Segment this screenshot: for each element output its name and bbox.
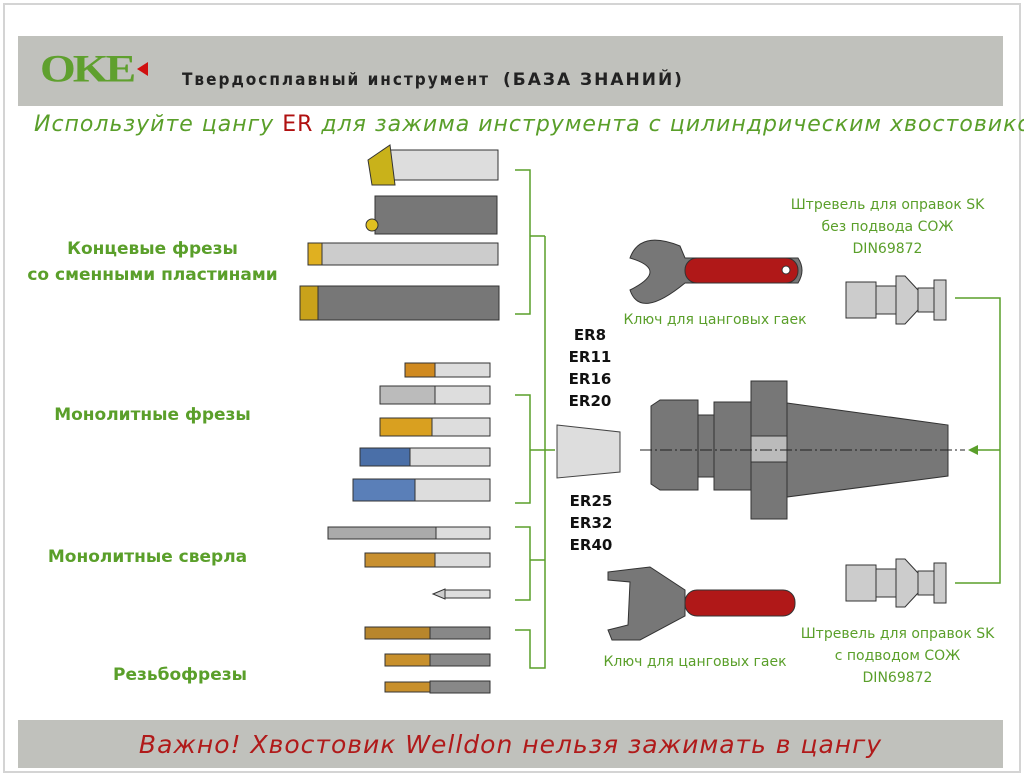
label: Концевые фрезы	[67, 239, 238, 259]
headline-er: ER	[282, 112, 314, 137]
collet-size: ER16	[568, 370, 612, 388]
solid-mills-icon	[352, 362, 491, 502]
pullstud-top-icon	[845, 275, 947, 325]
logo-mark-icon	[137, 62, 148, 76]
collet-size: ER32	[569, 514, 613, 532]
header-title: Твердосплавный инструмент	[182, 70, 491, 90]
label: DIN69872	[852, 241, 923, 257]
wrench-top-icon	[629, 239, 803, 304]
category-solid-mills: Монолитные фрезы	[54, 405, 251, 425]
collet-sizes-large: ER25 ER32 ER40	[566, 490, 616, 556]
headline-part: для зажима инструмента с цилиндрическим …	[313, 112, 1024, 137]
label: с подводом СОЖ	[834, 648, 961, 664]
drills-icon	[327, 526, 491, 600]
category-thread-mills: Резьбофрезы	[113, 665, 247, 685]
collet-size: ER8	[573, 326, 607, 344]
tool-holder-icon	[640, 380, 965, 520]
pullstud-bottom-label: Штревель для оправок SK с подводом СОЖ DIN…	[780, 623, 1015, 689]
wrench-label-bottom: Ключ для цанговых гаек	[603, 654, 787, 670]
collet-size: ER25	[569, 492, 613, 510]
category-solid-drills: Монолитные сверла	[47, 547, 248, 567]
wrench-label-top: Ключ для цанговых гаек	[623, 312, 807, 328]
headline-part: Используйте цангу	[34, 112, 283, 137]
header-subtitle: (БАЗА ЗНАНИЙ)	[503, 70, 684, 90]
collet-size: ER40	[569, 536, 613, 554]
footer-band	[18, 720, 1003, 768]
label: Штревель для оправок SK	[790, 197, 985, 213]
headline: Используйте цангу ER для зажима инструме…	[34, 112, 1024, 137]
collet-sizes-small: ER8 ER11 ER16 ER20	[565, 324, 615, 412]
footer-warning: Важно! Хвостовик Welldon нельзя зажимать…	[138, 730, 883, 759]
collet-size: ER11	[568, 348, 612, 366]
logo: OKE	[40, 46, 136, 91]
collet-size: ER20	[568, 392, 612, 410]
indexable-mills-icon	[299, 144, 500, 321]
collet-icon	[556, 424, 621, 479]
label: без подвода СОЖ	[821, 219, 954, 235]
category-indexable-mills: Концевые фрезы со сменными пластинами	[20, 236, 285, 288]
arrow-icon	[968, 445, 978, 455]
label: DIN69872	[862, 670, 933, 686]
header-band	[18, 36, 1003, 106]
thread-mills-icon	[364, 626, 491, 694]
pullstud-top-label: Штревель для оправок SK без подвода СОЖ DI…	[770, 194, 1005, 260]
wrench-bottom-icon	[607, 566, 796, 641]
pullstud-bottom-icon	[845, 558, 947, 608]
frame	[3, 3, 1021, 773]
label: со сменными пластинами	[27, 265, 278, 285]
label: Штревель для оправок SK	[800, 626, 995, 642]
